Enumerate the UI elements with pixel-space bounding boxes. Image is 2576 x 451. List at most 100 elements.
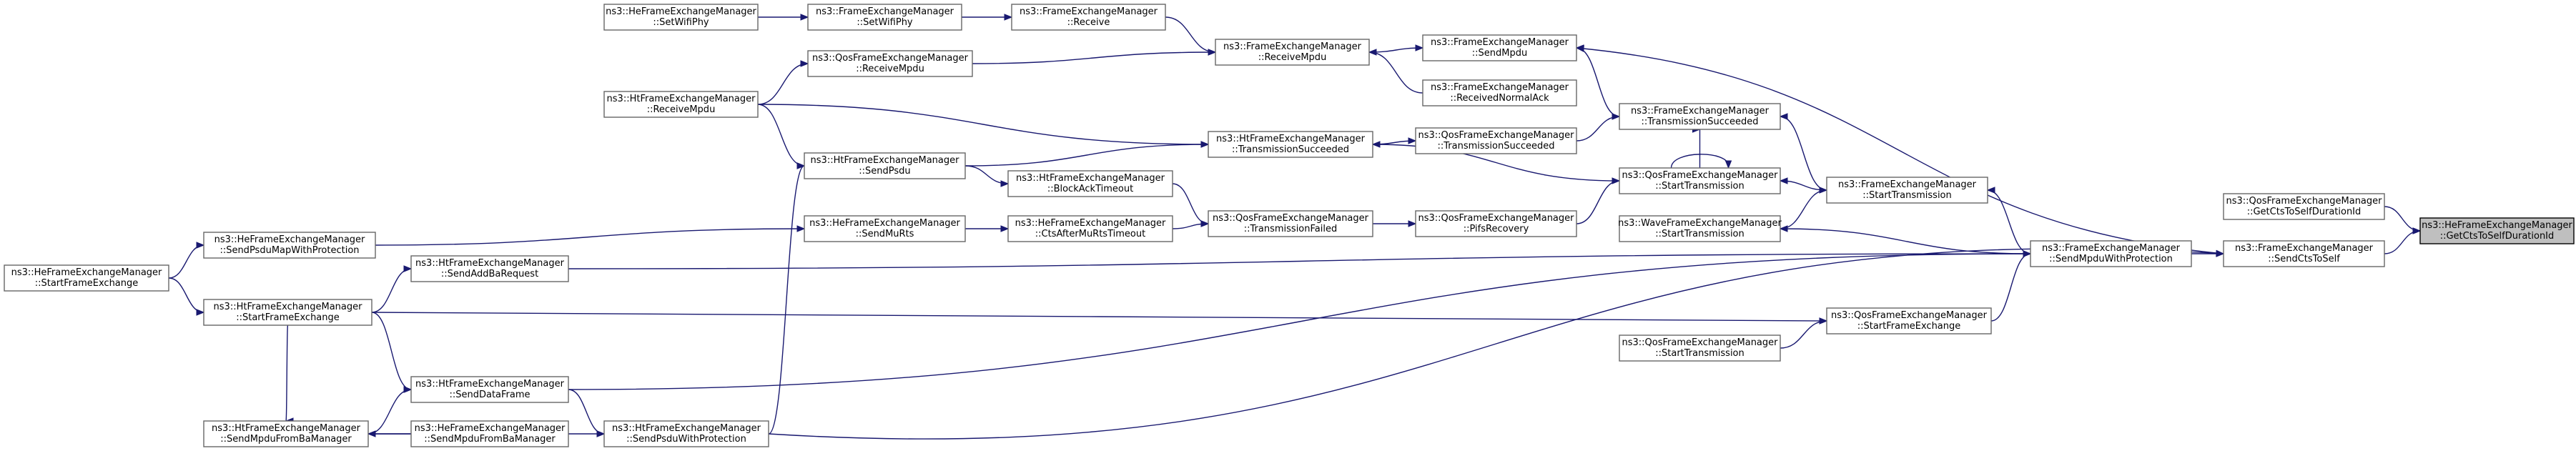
edge-arrowhead [1779,225,1788,232]
node-fem-sendmpdu[interactable]: ns3::FrameExchangeManager::SendMpdu [1422,34,1577,61]
node-class-label: ns3::HtFrameExchangeManager [811,155,960,166]
node-box [203,232,376,259]
node-box [1826,177,1988,204]
edge-arrowhead [1415,44,1424,51]
node-method-label: ::TransmissionSucceeded [1641,117,1758,127]
node-hefem-startframeex[interactable]: ns3::HeFrameExchangeManager::StartFrameE… [4,264,169,292]
edge-arrowhead [1986,187,1995,194]
node-class-label: ns3::HtFrameExchangeManager [212,423,361,434]
node-fem-sendmpduwithprot[interactable]: ns3::FrameExchangeManager::SendMpduWithP… [2030,240,2192,267]
edge-line [371,268,412,313]
node-box [1619,167,1781,194]
edge-line [367,389,412,435]
node-hefem-ctsaftermurts[interactable]: ns3::HeFrameExchangeManager::CtsAfterMuR… [1007,215,1173,242]
edge-line [1368,51,1423,94]
node-box [2223,193,2385,220]
node-htfem-sendpsduwithprot[interactable]: ns3::HtFrameExchangeManager::SendPsduWit… [603,420,769,447]
node-fem-transsucc[interactable]: ns3::FrameExchangeManager::TransmissionS… [1619,103,1781,130]
node-htfem-blockacktimeout[interactable]: ns3::HtFrameExchangeManager::BlockAckTim… [1007,170,1173,197]
node-method-label: ::SendMuRts [856,229,914,239]
node-class-label: ns3::HeFrameExchangeManager [606,6,756,17]
node-fem-starttrans[interactable]: ns3::FrameExchangeManager::StartTransmis… [1826,177,1988,204]
edge-line [1368,47,1423,53]
node-box [2223,240,2385,267]
node-method-label: ::Receive [1067,17,1110,28]
node-qosfem-transsucc[interactable]: ns3::QosFrameExchangeManager::Transmissi… [1415,127,1577,154]
node-htfem-transsucc[interactable]: ns3::HtFrameExchangeManager::Transmissio… [1208,131,1373,158]
node-fem-sendctstoself[interactable]: ns3::FrameExchangeManager::SendCtsToSelf [2223,240,2385,267]
node-qosfem-getctsself[interactable]: ns3::QosFrameExchangeManager::GetCtsToSe… [2223,193,2385,220]
edge-arrowhead [800,14,809,21]
edge-line [568,253,2031,390]
node-class-label: ns3::HtFrameExchangeManager [214,302,363,312]
node-htfem-senddataframe[interactable]: ns3::HtFrameExchangeManager::SendDataFra… [410,376,569,403]
edge-line [1165,16,1216,53]
edge-line [1990,253,2031,322]
edge-line [1576,47,1620,117]
node-hefem-setwifiphy[interactable]: ns3::HeFrameExchangeManager::SetWifiPhy [603,4,759,31]
edge-line [2384,206,2421,232]
node-class-label: ns3::QosFrameExchangeManager [1418,213,1574,224]
node-box [1826,307,1992,334]
edge-qosfem-transfailed-to-qosfem-pifsrecovery [1373,220,1417,227]
node-fem-receivempdu[interactable]: ns3::FrameExchangeManager::ReceiveMpdu [1215,39,1370,66]
node-class-label: ns3::FrameExchangeManager [1223,41,1362,52]
node-hefem-sendmurts[interactable]: ns3::HeFrameExchangeManager::SendMuRts [804,215,966,242]
node-hefem-sendpsdumap[interactable]: ns3::HeFrameExchangeManager::SendPsduMap… [203,232,376,259]
edge-line [1780,228,2031,254]
node-htfem-sendaddba[interactable]: ns3::HtFrameExchangeManager::SendAddBaRe… [410,255,569,282]
node-qosfem-starttrans2[interactable]: ns3::QosFrameExchangeManager::StartTrans… [1619,334,1781,362]
edge-line [1987,189,2031,254]
edge-arrowhead [403,265,413,272]
node-method-label: ::StartTransmission [1862,190,1952,201]
node-qosfem-pifsrecovery[interactable]: ns3::QosFrameExchangeManager::PifsRecove… [1415,210,1577,237]
edge-fem-sendctstoself-to-hefem-getctsself [2384,227,2422,254]
node-method-label: ::ReceivedNormalAck [1450,93,1549,104]
edge-htfem-receivempdu-to-htfem-transsucc [757,104,1210,148]
edge-hefem-ctsaftermurts-to-qosfem-transfailed [1172,220,1210,229]
node-fem-setwifiphy[interactable]: ns3::FrameExchangeManager::SetWifiPhy [807,4,962,31]
node-box [1215,39,1370,66]
node-htfem-sendmpdufromba[interactable]: ns3::HtFrameExchangeManager::SendMpduFro… [203,420,369,447]
edge-htfem-sendpsdu-to-htfem-transsucc [964,141,1210,167]
edge-line [757,104,1209,145]
node-box [1007,170,1173,197]
edge-line [1780,320,1827,349]
node-method-label: ::StartTransmission [1655,229,1745,239]
node-class-label: ns3::HeFrameExchangeManager [2422,220,2572,231]
node-class-label: ns3::FrameExchangeManager [1431,82,1569,93]
node-class-label: ns3::HeFrameExchangeManager [415,423,566,434]
node-qosfem-receivempdu[interactable]: ns3::QosFrameExchangeManager::ReceiveMpd… [807,50,973,77]
node-htfem-sendpsdu[interactable]: ns3::HtFrameExchangeManager::SendPsdu [804,152,966,179]
node-box [603,91,759,118]
edge-qosfem-starttrans-to-fem-transsucc [1692,126,1701,169]
node-qosfem-starttrans[interactable]: ns3::QosFrameExchangeManager::StartTrans… [1619,167,1781,194]
node-htfem-startframeex[interactable]: ns3::HtFrameExchangeManager::StartFrameE… [203,299,372,326]
node-method-label: ::SetWifiPhy [653,17,709,28]
node-box [1619,334,1781,362]
edge-hefem-setwifiphy-to-fem-setwifiphy [758,14,809,21]
node-fem-receivednormalack[interactable]: ns3::FrameExchangeManager::ReceivedNorma… [1422,79,1577,106]
node-qosfem-transfailed[interactable]: ns3::QosFrameExchangeManager::Transmissi… [1208,210,1373,237]
edge-htfem-sendpsduwithprot-to-htfem-sendpsdu [768,162,806,435]
node-method-label: ::SendMpduFromBaManager [220,434,352,445]
node-class-label: ns3::HtFrameExchangeManager [415,258,565,269]
edge-line [964,144,1209,167]
edge-arrowhead [1408,137,1417,144]
node-box [807,4,962,31]
node-hefem-sendmpdufromba[interactable]: ns3::HeFrameExchangeManager::SendMpduFro… [410,420,569,447]
edge-arrowhead [1208,49,1217,56]
node-method-label: ::ReceiveMpdu [1258,52,1327,63]
node-box [1415,210,1577,237]
edge-arrowhead [1724,160,1732,169]
node-class-label: ns3::HeFrameExchangeManager [11,267,162,278]
edge-hefem-sendmurts-to-hefem-ctsaftermurts [964,225,1010,232]
edge-line [371,312,1827,322]
node-class-label: ns3::HtFrameExchangeManager [612,423,761,434]
node-wavefem-starttrans[interactable]: ns3::WaveFrameExchangeManager::StartTran… [1618,215,1782,242]
edge-arrowhead [796,162,806,169]
edge-arrowhead [1004,14,1013,21]
node-qosfem-startframeex[interactable]: ns3::QosFrameExchangeManager::StartFrame… [1826,307,1992,334]
node-htfem-receivempdu[interactable]: ns3::HtFrameExchangeManager::ReceiveMpdu [603,91,759,118]
node-fem-receive[interactable]: ns3::FrameExchangeManager::Receive [1011,4,1166,31]
